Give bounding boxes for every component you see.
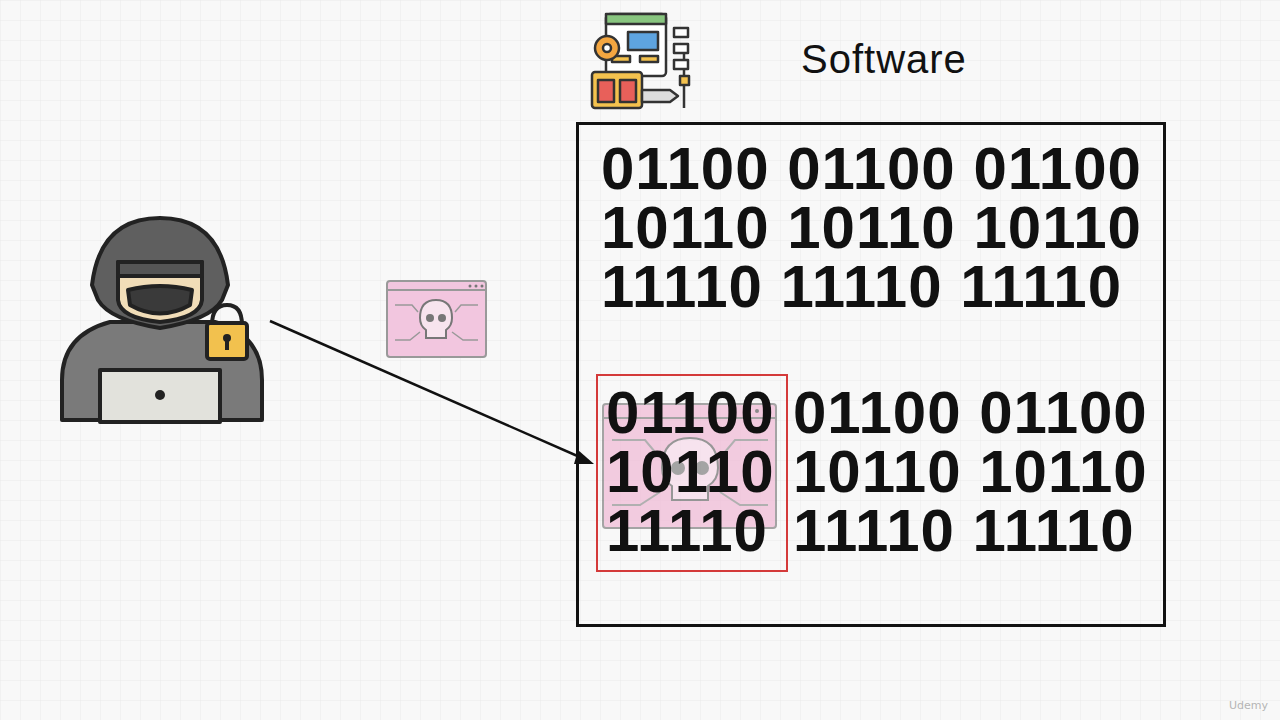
- infected-block: 01100 10110 11110: [596, 374, 788, 572]
- software-icon: [592, 14, 689, 108]
- binary-code: 01100 01100 01100 10110 10110 10110 1111…: [601, 139, 1163, 316]
- malware-icon: [387, 281, 486, 357]
- infected-code: 01100 10110 11110: [606, 383, 782, 560]
- watermark: Udemy: [1229, 699, 1268, 712]
- binary-code: 01100 01100 10110 10110 11110 11110: [793, 383, 1165, 560]
- hacker-figure: [62, 218, 262, 422]
- box-heading: Software: [801, 37, 967, 82]
- software-box: Software01100 01100 01100 10110 10110 10…: [576, 122, 1166, 627]
